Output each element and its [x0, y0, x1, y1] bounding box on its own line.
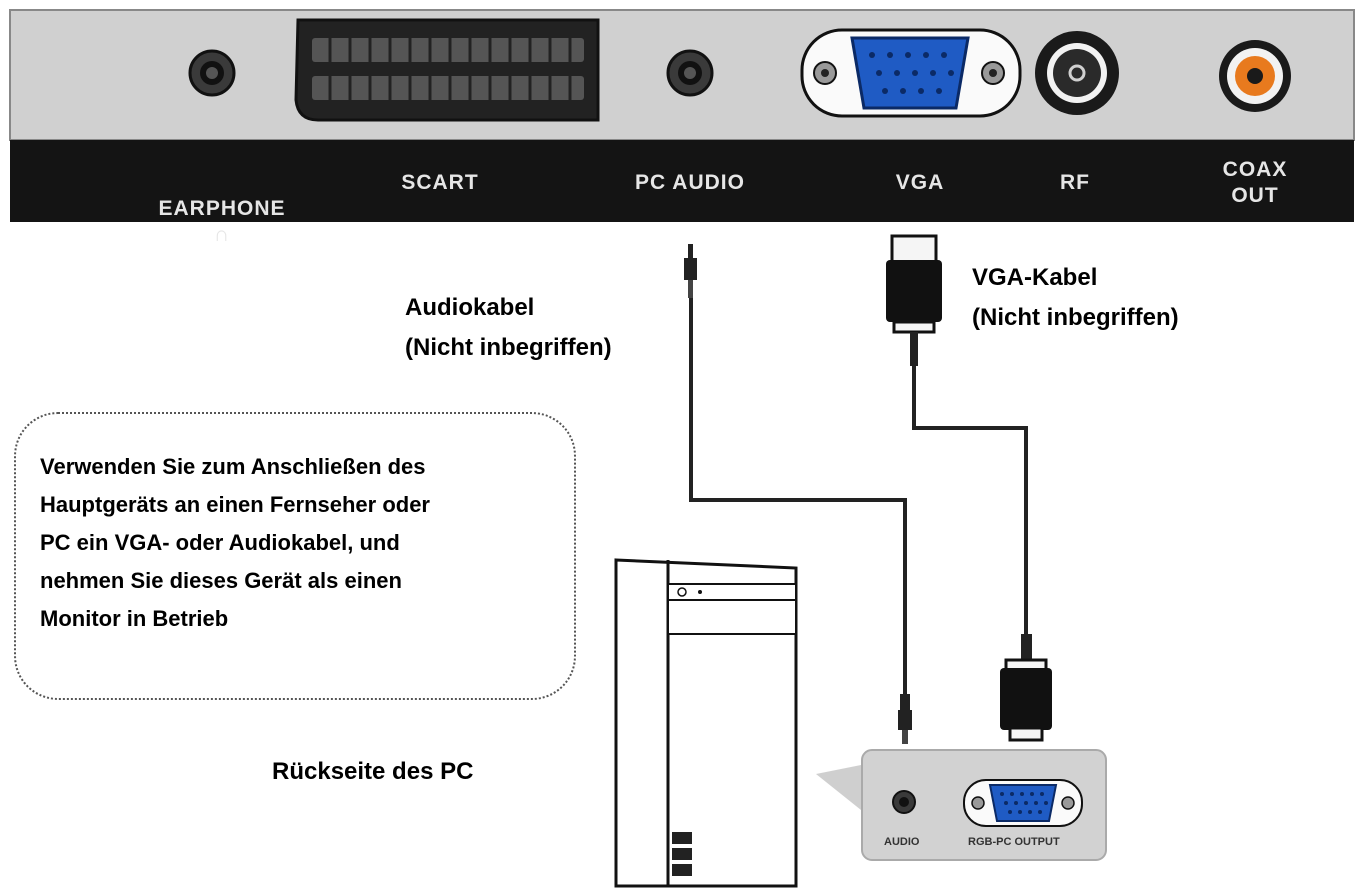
- port-label-rf: RF: [1060, 171, 1090, 194]
- audio-cable: [684, 244, 912, 744]
- instruction-line: nehmen Sie dieses Gerät als einen: [40, 568, 402, 593]
- instruction-line: Monitor in Betrieb: [40, 606, 229, 631]
- instruction-box: [14, 412, 576, 700]
- device-back-panel: [9, 9, 1355, 222]
- port-label-coax-out: COAX OUT: [1222, 158, 1288, 207]
- pc-io-callout: [816, 749, 1107, 861]
- pc-vga-port-label: RGB-PC OUTPUT: [968, 836, 1060, 848]
- pc-tower: [614, 558, 798, 888]
- pc-back-label: Rückseite des PC: [272, 758, 474, 785]
- scart-connector: [294, 18, 600, 122]
- port-label-scart: SCART: [401, 171, 479, 194]
- rf-connector: [1035, 31, 1119, 115]
- vga-cable-note: (Nicht inbegriffen): [972, 304, 1179, 331]
- vga-cable-name: VGA-Kabel: [972, 264, 1098, 291]
- audio-cable-name: Audiokabel: [405, 294, 535, 321]
- instruction-line: PC ein VGA- oder Audiokabel, und: [40, 530, 400, 555]
- audio-cable-label: Audiokabel (Nicht inbegriffen): [405, 288, 612, 368]
- scart-pins: [312, 38, 584, 100]
- vga-cable-label: VGA-Kabel (Nicht inbegriffen): [972, 258, 1179, 338]
- vga-pins: [869, 52, 954, 94]
- vga-cable: [886, 234, 1052, 742]
- port-label-pc-audio: PC AUDIO: [635, 171, 745, 194]
- earphone-label: EARPHONE: [158, 197, 286, 220]
- instruction-text: Verwenden Sie zum Anschließen des Hauptg…: [40, 448, 580, 638]
- port-label-vga: VGA: [895, 171, 945, 194]
- headphone-icon: ∩: [213, 223, 231, 246]
- vga-port: [800, 28, 1022, 118]
- instruction-line: Hauptgeräts an einen Fernseher oder: [40, 492, 430, 517]
- pc-audio-jack: [666, 49, 714, 97]
- earphone-jack: [188, 49, 236, 97]
- audio-cable-note: (Nicht inbegriffen): [405, 334, 612, 361]
- pc-audio-port-label: AUDIO: [884, 836, 920, 848]
- instruction-line: Verwenden Sie zum Anschließen des: [40, 454, 426, 479]
- port-label-earphone: EARPHONE ∩: [132, 170, 312, 248]
- pc-vga-out-port: [963, 779, 1083, 827]
- coax-out-connector: [1219, 40, 1291, 112]
- pc-audio-out-jack: [892, 790, 916, 814]
